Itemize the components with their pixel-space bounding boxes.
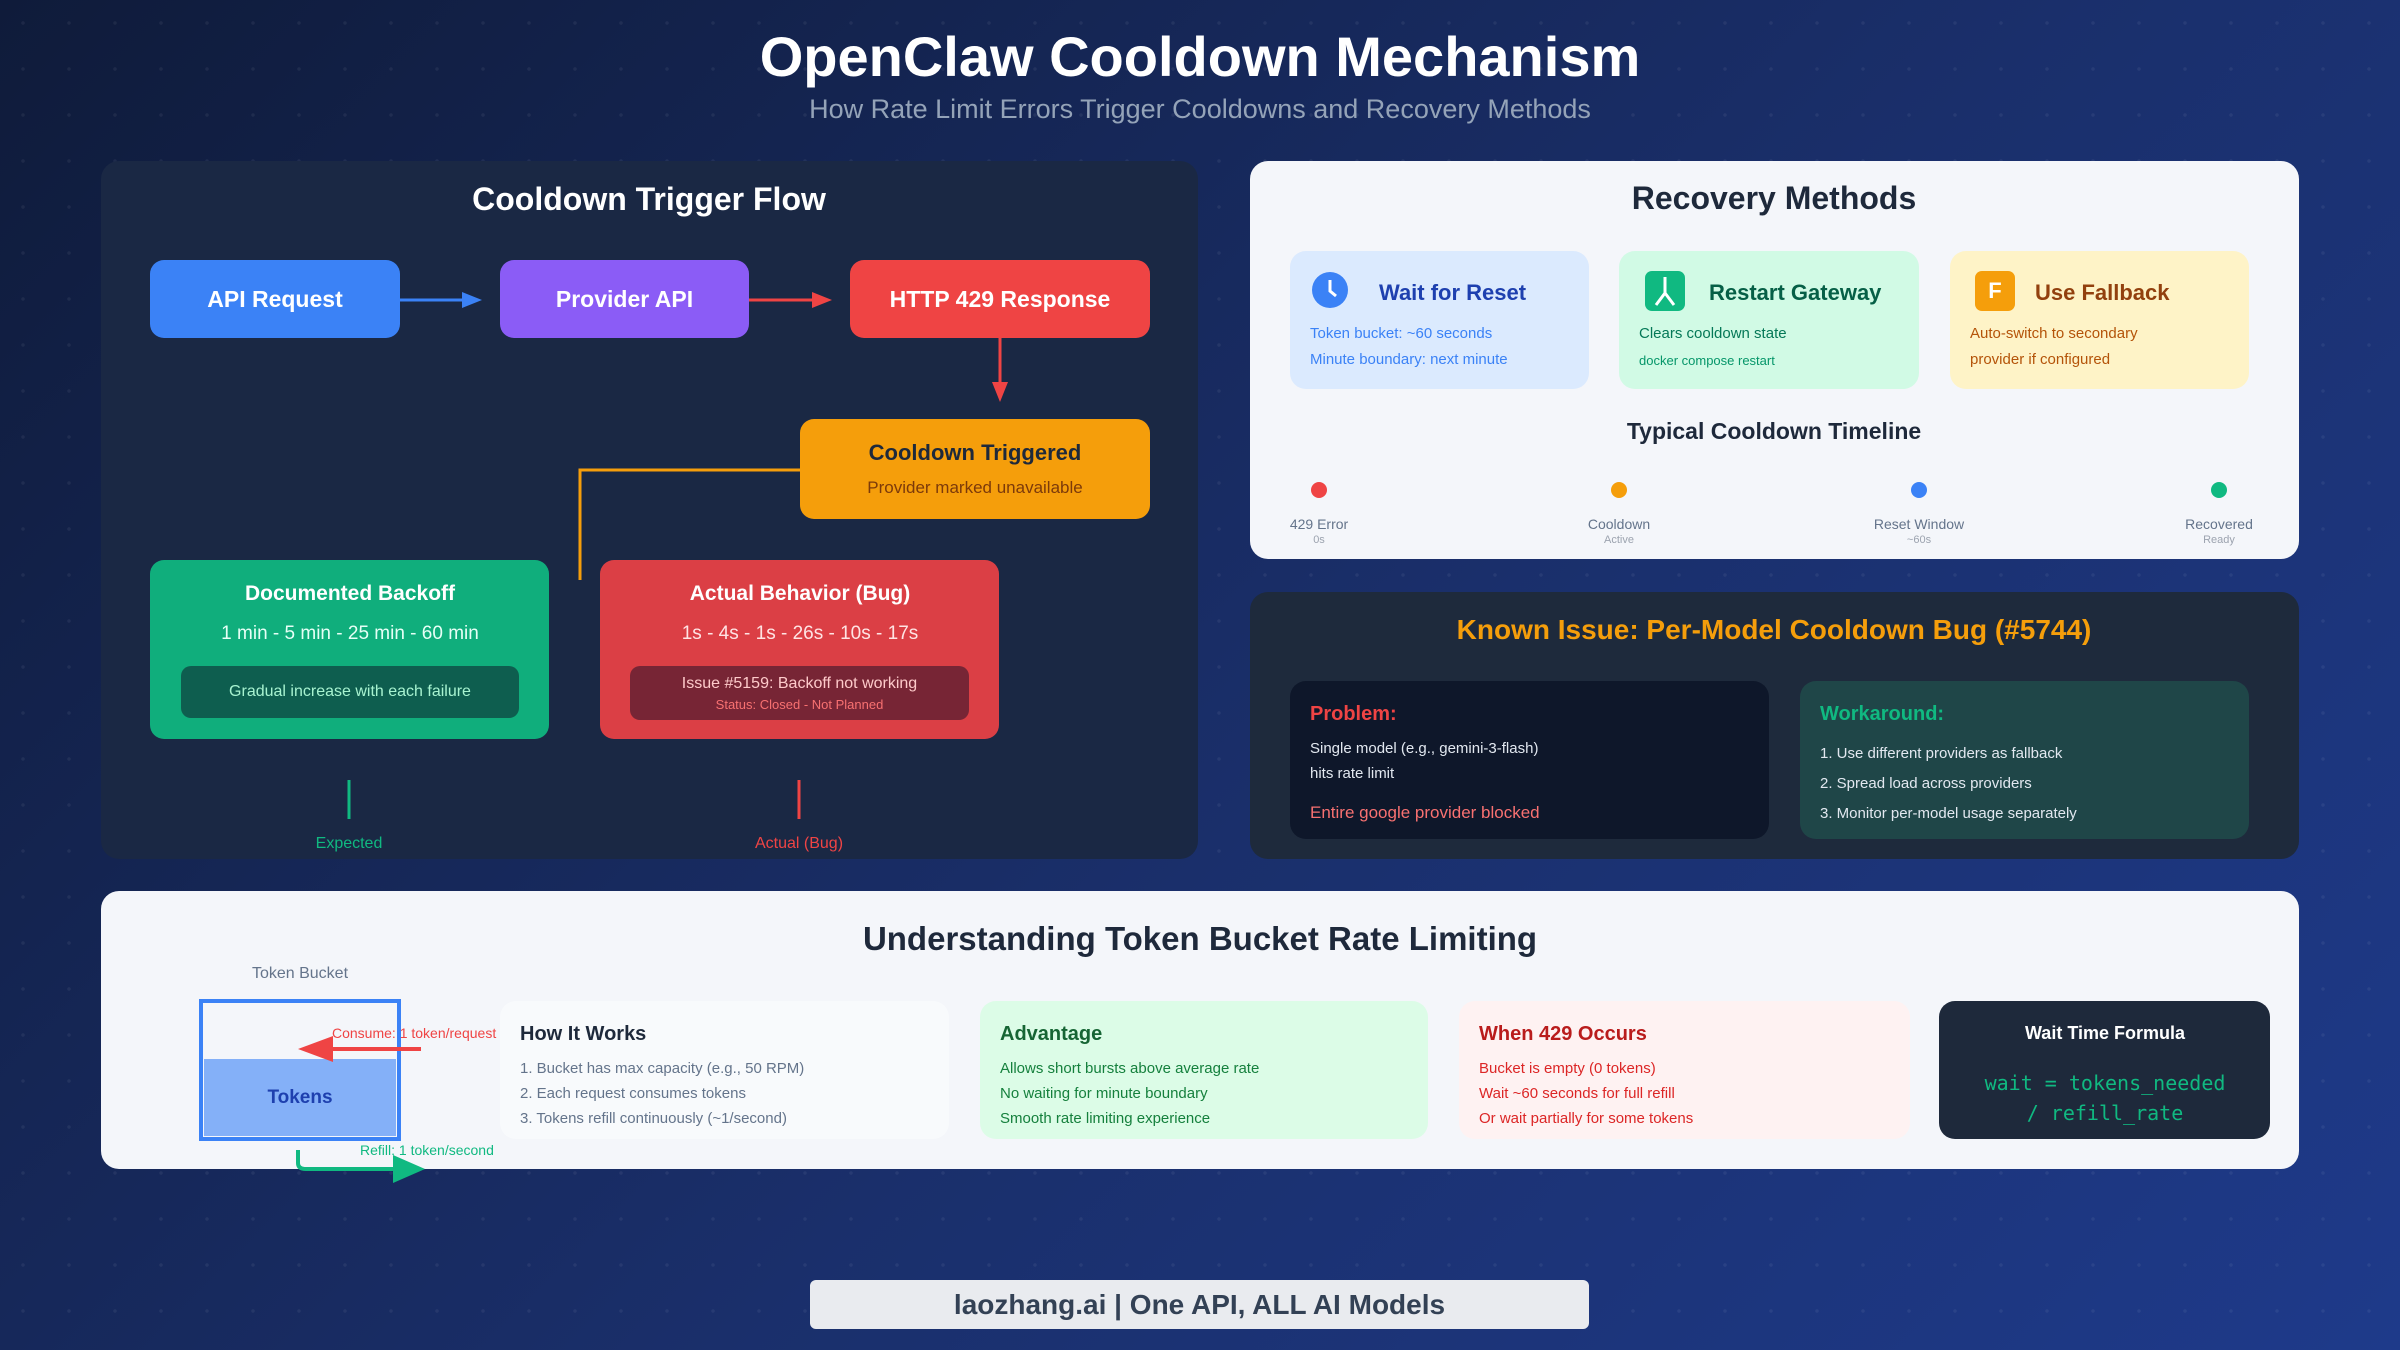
tokens-fill: Tokens — [204, 1059, 396, 1136]
actual-sequence: 1s - 4s - 1s - 26s - 10s - 17s — [681, 623, 919, 644]
card-line: 3. Tokens refill continuously (~1/second… — [520, 1110, 787, 1127]
issue-5159-status: Status: Closed - Not Planned — [715, 697, 884, 712]
recovery-title: Recovery Methods — [1631, 180, 1917, 216]
footer-banner: laozhang.ai | One API, ALL AI Models — [810, 1280, 1589, 1329]
formula-line: wait = tokens_needed — [1984, 1071, 2226, 1095]
actual-label: Actual (Bug) — [754, 835, 844, 852]
card-line: Wait ~60 seconds for full refill — [1479, 1085, 1675, 1102]
timeline-sublabel: 0s — [1313, 534, 1325, 546]
card-line: No waiting for minute boundary — [1000, 1085, 1208, 1102]
how-it-works-card: How It Works 1. Bucket has max capacity … — [500, 1001, 949, 1139]
workaround-box: Workaround: 1. Use different providers a… — [1800, 681, 2249, 839]
cooldown-subtitle: Provider marked unavailable — [867, 478, 1083, 497]
method-line: Clears cooldown state — [1639, 325, 1787, 342]
actual-title: Actual Behavior (Bug) — [689, 582, 911, 605]
timeline-dot — [1311, 482, 1327, 498]
timeline-label: 429 Error — [1289, 516, 1349, 532]
timeline-title: Typical Cooldown Timeline — [1626, 418, 1922, 444]
documented-title: Documented Backoff — [244, 582, 456, 605]
card-title: Advantage — [1000, 1023, 1103, 1045]
problem-line: Single model (e.g., gemini-3-flash) — [1310, 740, 1539, 757]
timeline-dot — [1611, 482, 1627, 498]
page-subtitle: How Rate Limit Errors Trigger Cooldowns … — [809, 94, 1591, 124]
problem-impact: Entire google provider blocked — [1310, 803, 1540, 822]
workaround-heading: Workaround: — [1820, 703, 1945, 725]
issue-5159-text: Issue #5159: Backoff not working — [681, 675, 918, 692]
arrow-api-to-provider — [400, 292, 482, 308]
card-line: Allows short bursts above average rate — [1000, 1060, 1260, 1077]
method-line: provider if configured — [1970, 351, 2111, 368]
actual-behavior-box: Actual Behavior (Bug) 1s - 4s - 1s - 26s… — [600, 560, 999, 739]
when-429-card: When 429 Occurs Bucket is empty (0 token… — [1459, 1001, 1910, 1139]
documented-sequence: 1 min - 5 min - 25 min - 60 min — [221, 623, 479, 644]
cooldown-triggered-node: Cooldown Triggered Provider marked unava… — [800, 419, 1150, 519]
formula-title: Wait Time Formula — [2024, 1023, 2186, 1043]
method-line: Minute boundary: next minute — [1310, 351, 1508, 368]
token-bucket-label: Token Bucket — [251, 965, 349, 982]
card-title: When 429 Occurs — [1479, 1023, 1647, 1045]
card-line: Bucket is empty (0 tokens) — [1479, 1060, 1656, 1077]
method-restart-gateway: Restart Gateway Clears cooldown state do… — [1619, 251, 1919, 389]
method-title: Restart Gateway — [1709, 280, 1882, 305]
issue-5159-box: Issue #5159: Backoff not working Status:… — [630, 666, 969, 720]
card-line: Or wait partially for some tokens — [1479, 1110, 1694, 1127]
timeline-label: Recovered — [2185, 516, 2253, 532]
timeline-sublabel: Active — [1604, 534, 1634, 546]
known-issue-title: Known Issue: Per-Model Cooldown Bug (#57… — [1456, 614, 2092, 645]
timeline-sublabel: Ready — [2203, 534, 2235, 546]
formula-line: / refill_rate — [2026, 1101, 2184, 1125]
api-request-node: API Request — [150, 260, 400, 338]
refill-label: Refill: 1 token/second — [360, 1142, 494, 1158]
cooldown-branch-line — [578, 468, 800, 580]
documented-backoff-box: Documented Backoff 1 min - 5 min - 25 mi… — [150, 560, 549, 739]
bucket-title: Understanding Token Bucket Rate Limiting — [862, 920, 1538, 957]
card-line: Smooth rate limiting experience — [1000, 1110, 1211, 1127]
fallback-icon: F — [1975, 271, 2015, 311]
timeline-dot — [1911, 482, 1927, 498]
expected-label: Expected — [315, 835, 383, 852]
problem-line: hits rate limit — [1310, 765, 1395, 782]
restart-icon — [1645, 271, 1685, 311]
advantage-card: Advantage Allows short bursts above aver… — [980, 1001, 1428, 1139]
token-bucket — [199, 999, 401, 1141]
consume-label: Consume: 1 token/request — [332, 1025, 497, 1041]
card-title: How It Works — [520, 1023, 647, 1045]
method-use-fallback: F Use Fallback Auto-switch to secondary … — [1950, 251, 2249, 389]
method-line: Auto-switch to secondary — [1970, 325, 2138, 342]
workaround-item: 3. Monitor per-model usage separately — [1820, 805, 2077, 822]
workaround-item: 1. Use different providers as fallback — [1820, 745, 2063, 762]
problem-box: Problem: Single model (e.g., gemini-3-fl… — [1290, 681, 1769, 839]
method-wait-for-reset: Wait for Reset Token bucket: ~60 seconds… — [1290, 251, 1589, 389]
method-title: Use Fallback — [2035, 280, 2170, 305]
card-line: 2. Each request consumes tokens — [520, 1085, 746, 1102]
method-line: Token bucket: ~60 seconds — [1310, 325, 1493, 342]
flow-title: Cooldown Trigger Flow — [472, 181, 826, 217]
card-line: 1. Bucket has max capacity (e.g., 50 RPM… — [520, 1060, 805, 1077]
http-429-node: HTTP 429 Response — [850, 260, 1150, 338]
problem-heading: Problem: — [1310, 703, 1397, 725]
documented-note: Gradual increase with each failure — [181, 666, 519, 718]
cooldown-title: Cooldown Triggered — [868, 440, 1082, 465]
method-title: Wait for Reset — [1379, 280, 1527, 305]
arrow-429-to-cooldown — [992, 338, 1008, 402]
timeline-label: Reset Window — [1873, 516, 1965, 532]
provider-api-node: Provider API — [500, 260, 749, 338]
timeline-sublabel: ~60s — [1906, 534, 1932, 546]
page-title: OpenClaw Cooldown Mechanism — [759, 25, 1641, 88]
timeline-dot — [2211, 482, 2227, 498]
timeline-label: Cooldown — [1587, 516, 1651, 532]
clock-icon — [1312, 272, 1348, 308]
arrow-provider-to-429 — [749, 292, 832, 308]
method-line: docker compose restart — [1639, 353, 1775, 368]
wait-formula-card: Wait Time Formula wait = tokens_needed /… — [1939, 1001, 2270, 1139]
workaround-item: 2. Spread load across providers — [1820, 775, 2032, 792]
